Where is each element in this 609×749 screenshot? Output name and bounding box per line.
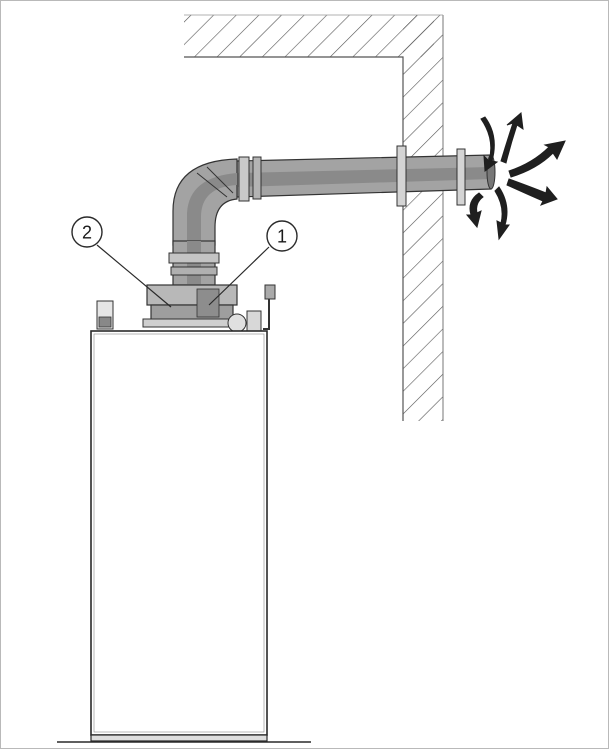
wall-ceiling [184,14,444,421]
pipe-joint [170,266,218,276]
wall-collar-inner [396,145,407,207]
flue-pipe-horizontal [236,145,496,207]
wall-hatch [403,15,443,421]
pipe-joint [252,156,262,200]
pipe-joint [168,252,220,264]
wall-inner-edge [184,56,404,421]
callout-2: 2 [71,216,103,248]
pipe-joint [238,156,250,202]
callout-2-label: 2 [82,223,92,243]
flue-adapter [142,284,244,328]
exhaust-arrow-icon [508,140,566,178]
callout-2-leader [96,244,172,308]
boiler-base [90,734,268,742]
callout-2-circle [71,216,103,248]
wall-collar-outer [456,148,466,206]
exhaust-arrows [465,112,566,241]
exhaust-arrow-icon [465,192,484,229]
flue-pipe-vertical [168,240,220,286]
exhaust-arrow-icon [480,116,499,172]
exhaust-arrow-icon [500,112,524,164]
flue-elbow [172,158,238,246]
ceiling-hatch [184,15,434,57]
callout-1: 1 [266,220,298,252]
boiler-fittings [96,284,276,334]
callout-1-leader [208,246,270,306]
callout-1-label: 1 [277,227,287,247]
exhaust-arrow-icon [494,186,510,241]
boiler-cabinet [90,330,268,742]
exhaust-arrow-icon [506,178,558,206]
callout-1-circle [266,220,298,252]
